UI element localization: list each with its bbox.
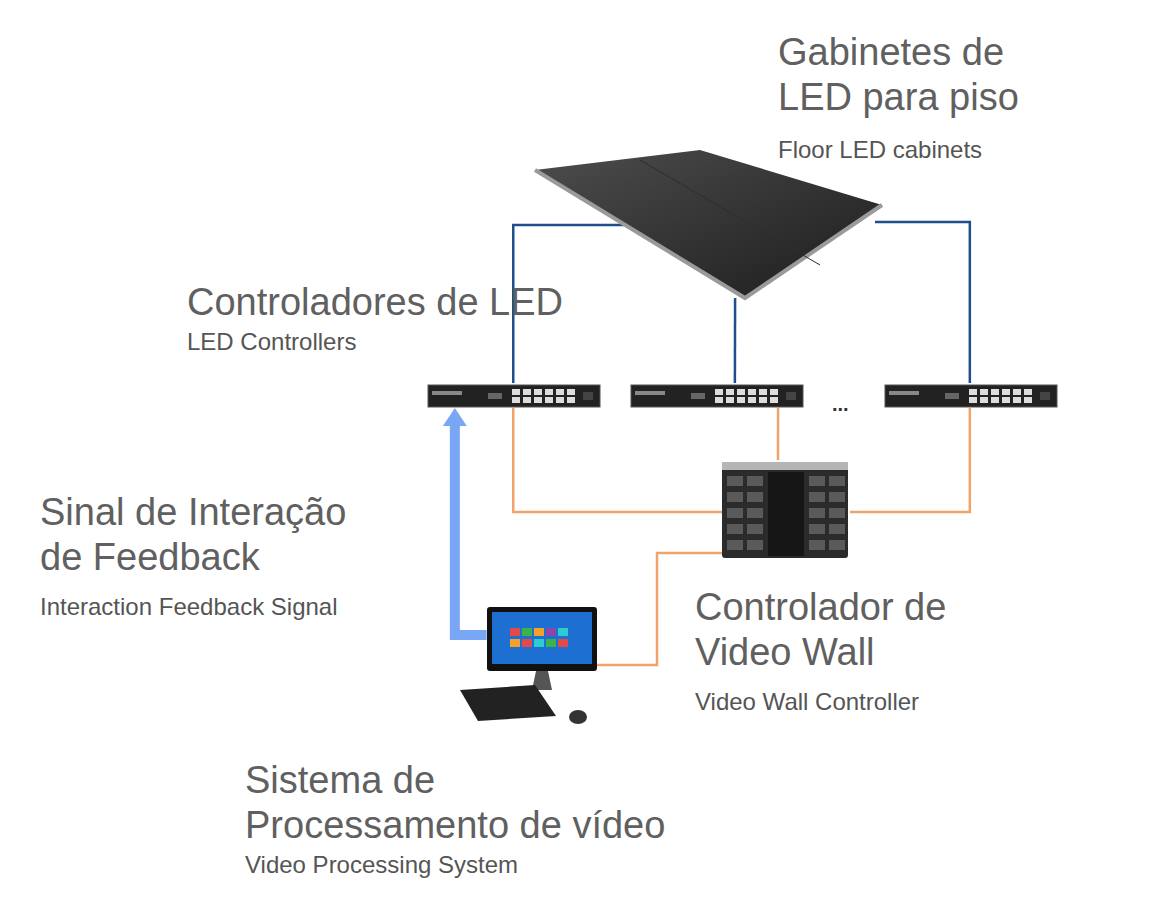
screen-tiles [510,628,568,647]
chassis-top [722,462,848,470]
node-heading: Controlador de Video Wall [695,585,995,675]
chassis-panel [768,472,804,556]
chassis-body [722,462,848,558]
signal-cable [513,408,722,512]
led-controller-unit [885,385,1057,407]
led-controllers-node: Controladores de LEDLED Controllers [425,383,1060,408]
feedback-signal-label: Interaction Feedback Signal [40,592,420,622]
cabinet-surface [535,150,882,298]
feedback-signal-label: Sinal de Interação de Feedback [40,490,375,580]
led-controller-units [428,385,1057,407]
mouse [569,710,587,724]
signal-cable [875,222,970,383]
continuation-dots: ... [832,393,872,415]
node-subtitle: Video Processing System [245,850,585,880]
feedback-arrow [455,426,487,635]
signal-cable [850,408,970,512]
monitor-frame [487,607,597,671]
led-cabinet-node: Gabinetes de LED para pisoFloor LED cabi… [535,148,883,300]
monitor-screen [492,612,592,664]
cabinet-seam [640,160,820,265]
video-wall-controller-node: Controlador de Video WallVideo Wall Cont… [722,460,850,560]
node-heading: Sistema de Processamento de vídeo [245,758,685,848]
signal-cable [777,408,780,460]
pc-workstation [460,607,597,724]
node-heading: Controladores de LED [187,280,607,325]
node-heading: Gabinetes de LED para piso [778,30,1058,120]
signal-cable [734,298,737,383]
video-processing-node: Sistema de Processamento de vídeoVideo P… [460,605,600,730]
node-subtitle: Floor LED cabinets [778,135,1078,165]
video-wall-controller-chassis [722,462,848,558]
led-controller-unit [428,385,600,407]
node-subtitle: Video Wall Controller [695,687,1015,717]
floor-led-cabinet [535,150,882,298]
cabinet-edge [535,170,882,298]
led-controller-unit [631,385,803,407]
keyboard [460,685,556,721]
node-subtitle: LED Controllers [187,327,487,357]
chassis-slots [727,476,845,550]
